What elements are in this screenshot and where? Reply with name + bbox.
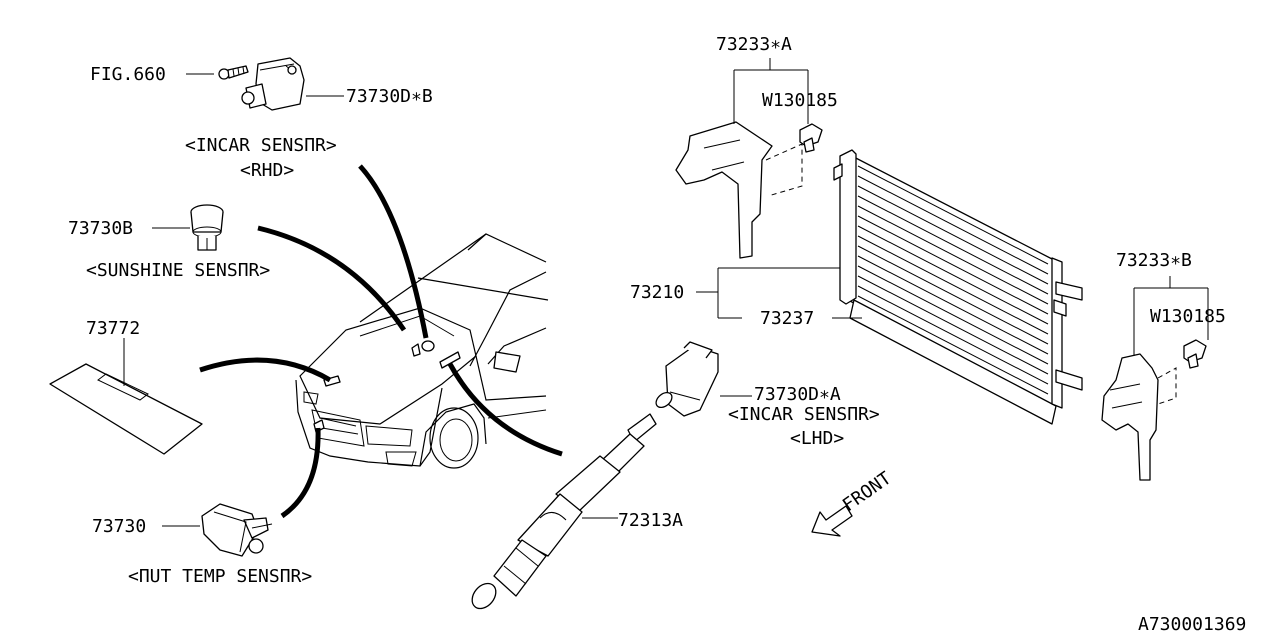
incar-sensor-rhd-body [241,57,305,111]
leader-incar-lhd [447,362,563,457]
incar-rhd-title: <INCAR SENSΠR> [185,135,337,156]
out-temp-sensor [201,503,273,557]
screw-icon [218,65,249,80]
car-front-view [295,233,549,469]
aspirator-duct-72313a [471,413,657,610]
condenser-fins [857,165,1049,395]
leader-incar-rhd [358,164,429,339]
condenser-73210 [833,149,1083,425]
incar-lhd-title: <INCAR SENSΠR> [728,404,880,425]
incar-rhd-sub: <RHD> [240,160,294,181]
bracket-73233a [675,121,803,259]
out-temp-title: <ΠUT TEMP SENSΠR> [128,566,312,587]
clip-w130185-a [799,123,823,153]
bracket-73233b [1101,353,1177,481]
leader-sunshine [257,225,407,332]
clip-w130185-b [1183,339,1207,369]
incar-sensor-lhd [655,341,719,417]
sunshine-sensor [190,204,224,251]
part-73772-label: 73772 [86,318,140,339]
part-73772-pad [49,363,203,455]
diagram-id: A730001369 [1138,614,1246,635]
w130185-a-label: W130185 [762,90,838,111]
incar-sensor-rhd [186,57,344,111]
incar-lhd-sub: <LHD> [790,428,844,449]
part-73730db-label: 73730D∗B [346,86,433,107]
part-73730b-label: 73730B [68,218,133,239]
w130185-b-label: W130185 [1150,306,1226,327]
front-label: FRONT [839,468,896,516]
part-72313a-label: 72313A [618,510,683,531]
fig660-label: FIG.660 [90,64,166,85]
part-73730da-label: 73730D∗A [754,384,841,405]
part-73233a-label: 73233∗A [716,34,792,55]
leader-out-temp [280,427,321,519]
part-73237-label: 73237 [760,308,814,329]
sunshine-title: <SUNSHINE SENSΠR> [86,260,270,281]
part-73730-label: 73730 [92,516,146,537]
part-73233b-label: 73233∗B [1116,250,1192,271]
leader-73772 [199,357,332,383]
part-73210-label: 73210 [630,282,684,303]
front-arrow-icon [811,505,853,537]
